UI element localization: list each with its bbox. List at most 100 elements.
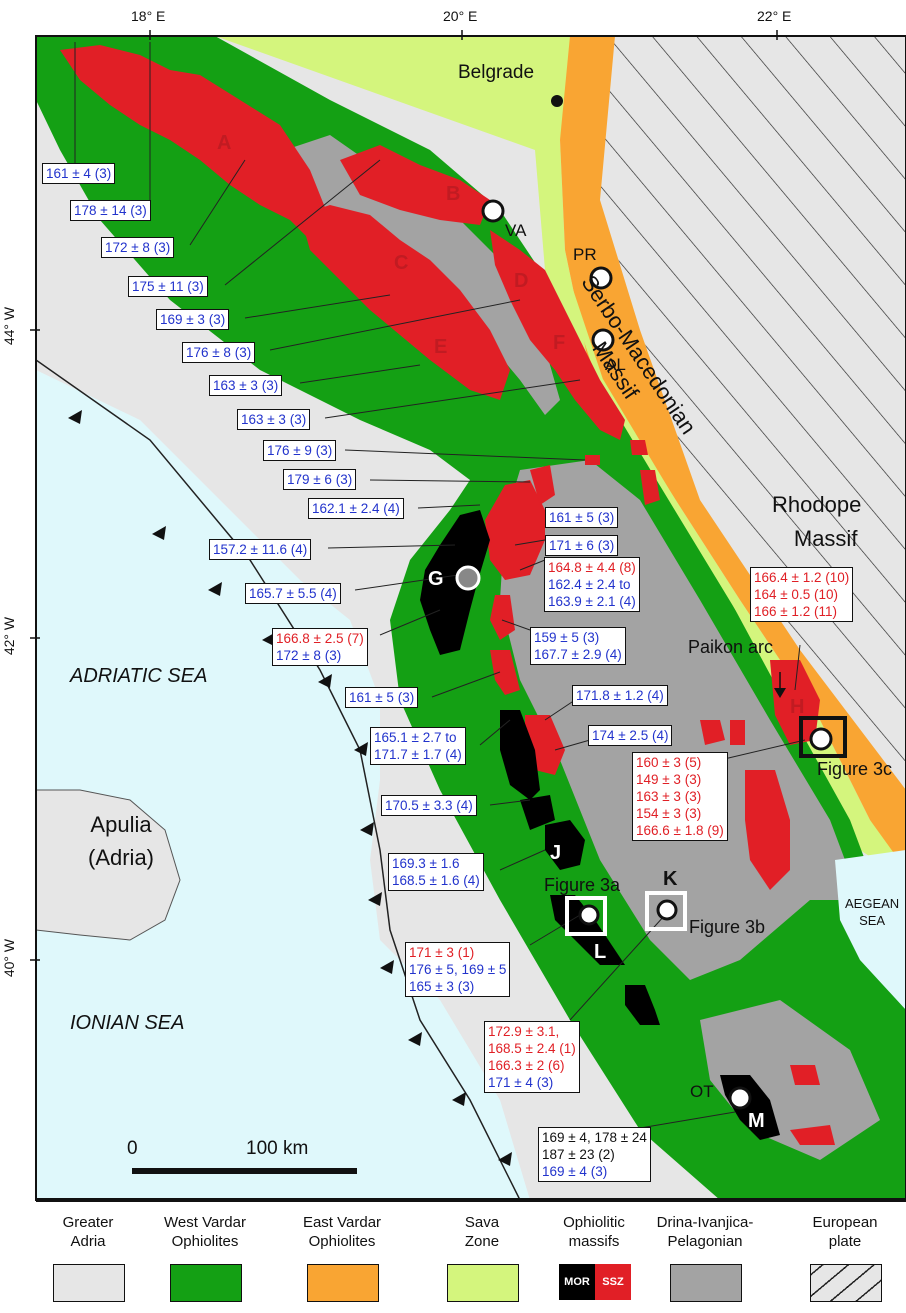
- age-label-box: 171 ± 3 (1) 176 ± 5, 169 ± 5 165 ± 3 (3): [405, 942, 511, 997]
- age-label-line: 187 ± 23 (2): [542, 1147, 615, 1162]
- lat-40-label: 40° W: [1, 938, 18, 978]
- massif-label-l: L: [594, 941, 607, 963]
- massif-label-h: H: [790, 696, 805, 718]
- legend-swatch: [170, 1264, 242, 1302]
- belgrade-label: Belgrade: [458, 62, 535, 83]
- apulia-label: Apulia (Adria): [88, 812, 155, 870]
- age-label-line: 166.3 ± 2 (6): [488, 1058, 565, 1073]
- massif-label-f: F: [553, 332, 566, 354]
- age-label-line: 171.8 ± 1.2 (4): [576, 688, 664, 703]
- massif-c: [300, 205, 510, 400]
- scale-zero-label: 0: [127, 1138, 138, 1159]
- age-label-box: 169 ± 4, 178 ± 24 187 ± 23 (2) 169 ± 4 (3): [538, 1127, 651, 1182]
- age-label-line: 169 ± 4, 178 ± 24: [542, 1130, 647, 1145]
- legend-label: West Vardar Ophiolites: [164, 1214, 246, 1250]
- age-label-box: 166.4 ± 1.2 (10) 164 ± 0.5 (10) 166 ± 1.2 …: [750, 567, 854, 622]
- massif-label-j: J: [550, 842, 562, 864]
- legend-ssz: SSZ: [595, 1264, 631, 1300]
- age-label-line: 165.7 ± 5.5 (4): [249, 586, 337, 601]
- site-label-ot: OT: [690, 1082, 714, 1101]
- figure-3a-label: Figure 3a: [544, 875, 621, 895]
- age-label-line: 164.8 ± 4.4 (8): [548, 560, 636, 575]
- age-label-box: 160 ± 3 (5)149 ± 3 (3)163 ± 3 (3)154 ± 3…: [632, 752, 728, 841]
- east-vardar-zone: [560, 36, 906, 870]
- rhodope-label: Rhodope Massif: [772, 492, 862, 551]
- age-label-line: 171 ± 3 (1): [409, 945, 475, 960]
- age-label-line: 169 ± 4 (3): [542, 1164, 608, 1179]
- age-label-line: 176 ± 9 (3): [267, 443, 333, 458]
- figure-3b-box: [645, 891, 687, 931]
- site-label-pr: PR: [573, 245, 597, 264]
- age-label-line: 149 ± 3 (3): [636, 772, 702, 787]
- figure-3a-box: [565, 896, 607, 936]
- massif-label-m: M: [748, 1110, 765, 1132]
- age-label-box: 172.9 ± 3.1,168.5 ± 2.4 (1)166.3 ± 2 (6)…: [484, 1021, 580, 1093]
- massif-a: [60, 45, 330, 240]
- age-label-line: 175 ± 11 (3): [132, 279, 204, 294]
- massif-g: [420, 510, 490, 655]
- ssz-massifs: [60, 45, 835, 1145]
- massif-label-c: C: [394, 252, 409, 274]
- site-ot: [728, 1086, 752, 1110]
- age-label-line: 166 ± 1.2 (11): [754, 604, 837, 619]
- age-label-line: 174 ± 2.5 (4): [592, 728, 669, 743]
- age-label-box: 170.5 ± 3.3 (4): [381, 795, 477, 816]
- age-label-box: 161 ± 4 (3): [42, 163, 116, 184]
- figure-3b-label: Figure 3b: [689, 917, 766, 937]
- age-label-box: 176 ± 8 (3): [182, 342, 256, 363]
- age-label-line: 169.3 ± 1.6: [392, 856, 460, 871]
- legend-swatch: [307, 1264, 379, 1302]
- age-label-line: 166.4 ± 1.2 (10): [754, 570, 850, 585]
- massif-label-d: D: [514, 270, 529, 292]
- age-label-line: 161 ± 5 (3): [549, 510, 615, 525]
- age-label-line: 166.8 ± 2.5 (7): [276, 631, 364, 646]
- site-label-va: VA: [505, 221, 527, 240]
- legend-label: Drina-Ivanjica- Pelagonian: [656, 1214, 754, 1250]
- figure-3c-label: Figure 3c: [817, 759, 893, 779]
- age-label-line: 164 ± 0.5 (10): [754, 587, 838, 602]
- age-label-line: 179 ± 6 (3): [287, 472, 353, 487]
- age-label-box: 161 ± 5 (3): [345, 687, 419, 708]
- lat-44-label: 44° W: [1, 306, 18, 346]
- age-label-line: 178 ± 14 (3): [74, 203, 147, 218]
- legend-swatch: [447, 1264, 519, 1302]
- age-label-line: 162.4 ± 2.4 to: [548, 577, 631, 592]
- site-g: [455, 565, 481, 591]
- age-label-box: 171 ± 6 (3): [545, 535, 619, 556]
- massif-label-k: K: [663, 868, 678, 890]
- age-label-line: 176 ± 8 (3): [186, 345, 252, 360]
- age-label-box: 157.2 ± 11.6 (4): [209, 539, 312, 560]
- age-label-box: 176 ± 9 (3): [263, 440, 337, 461]
- legend-swatch: [53, 1264, 125, 1302]
- lon-20-label: 20° E: [443, 8, 478, 24]
- age-label-line: 171.7 ± 1.7 (4): [374, 747, 462, 762]
- site-pr: [589, 266, 613, 290]
- age-label-box: 162.1 ± 2.4 (4): [308, 498, 404, 519]
- age-label-line: 168.5 ± 1.6 (4): [392, 873, 480, 888]
- age-label-line: 163 ± 3 (3): [241, 412, 307, 427]
- age-label-box: 172 ± 8 (3): [101, 237, 175, 258]
- lon-18-label: 18° E: [131, 8, 166, 24]
- age-label-line: 176 ± 5, 169 ± 5: [409, 962, 507, 977]
- site-label-al: AL: [605, 355, 626, 374]
- age-label-line: 161 ± 4 (3): [46, 166, 112, 181]
- legend-label: Sava Zone: [464, 1214, 500, 1250]
- legend-label: Greater Adria: [62, 1214, 114, 1250]
- age-label-line: 163.9 ± 2.1 (4): [548, 594, 636, 609]
- age-label-line: 159 ± 5 (3): [534, 630, 600, 645]
- thrust-front: [36, 359, 521, 1200]
- figure-3c-box: [799, 716, 847, 758]
- age-label-box: 171.8 ± 1.2 (4): [572, 685, 668, 706]
- legend-label: East Vardar Ophiolites: [302, 1214, 382, 1250]
- age-label-line: 169 ± 3 (3): [160, 312, 226, 327]
- age-label-line: 163 ± 3 (3): [213, 378, 279, 393]
- scale-km-label: 100 km: [246, 1138, 309, 1159]
- age-label-box: 178 ± 14 (3): [70, 200, 151, 221]
- age-label-line: 165 ± 3 (3): [409, 979, 475, 994]
- lon-22-label: 22° E: [757, 8, 792, 24]
- age-label-line: 157.2 ± 11.6 (4): [213, 542, 308, 557]
- age-label-line: 172.9 ± 3.1,: [488, 1024, 560, 1039]
- belgrade-dot: [551, 95, 563, 107]
- legend-label: Ophiolitic massifs: [563, 1214, 625, 1250]
